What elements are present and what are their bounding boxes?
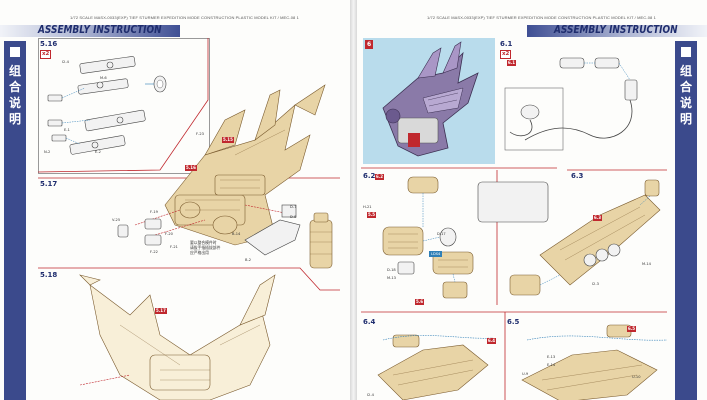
part-tag: F-20	[165, 232, 173, 236]
side-tab-label: 组合说明	[679, 64, 692, 126]
part-tag: I2-4	[367, 393, 374, 397]
part-tag: B-2	[245, 258, 252, 262]
step-label: 6.4	[363, 318, 376, 326]
header-bar-right	[527, 25, 707, 37]
socket-part	[145, 75, 167, 93]
series-caption-right: 1/72 SCALE MASX-0033(EXP) TIEF STURMER E…	[427, 15, 656, 20]
part-tag: U-9	[522, 372, 529, 376]
part-tag: B-14	[232, 232, 241, 236]
cable-parts-diagram	[504, 57, 638, 151]
part-tag: M-6	[100, 76, 107, 80]
part-tag: D-18	[387, 268, 396, 272]
ref-tag: 5.17	[155, 308, 167, 314]
step-divider-lines	[361, 167, 667, 400]
part-tag: D-8	[290, 215, 297, 219]
part-tag: M-14	[642, 262, 651, 266]
step-frame	[38, 38, 210, 174]
tab-square-icon	[10, 47, 20, 57]
part-tag: F-22	[150, 250, 158, 254]
reference-photo	[363, 38, 495, 164]
side-tab-right: 组合说明	[675, 41, 697, 400]
part-tag: V-25	[112, 218, 121, 222]
step-label: 6.3	[571, 172, 584, 180]
photo-step-label: 6	[365, 40, 374, 49]
part-tag: U-10	[632, 375, 641, 379]
part-tag: E-14	[547, 363, 556, 367]
part-tag: I2-4	[62, 60, 69, 64]
series-caption-left: 1/72 SCALE MASX-0033(EXP) TIEF STURMER E…	[70, 15, 299, 20]
quantity-badge: x2	[500, 50, 512, 59]
left-page: 1/72 SCALE MASX-0033(EXP) TIEF STURMER E…	[0, 0, 350, 400]
ref-tag: 5.6	[415, 299, 425, 305]
step-6-4-diagram	[377, 334, 494, 400]
quantity-badge: x2	[40, 50, 52, 59]
mecha-photo-render	[382, 41, 479, 157]
part-tag: F-23	[196, 132, 204, 136]
part-tag: E-2	[95, 150, 101, 154]
ref-tag: 6.4	[487, 338, 497, 344]
page-title-left: ASSEMBLY INSTRUCTION	[38, 24, 162, 36]
ref-tag: 6.5	[627, 326, 637, 332]
part-tag: I2-3	[592, 282, 599, 286]
step-label: 5.18	[40, 271, 58, 279]
mecha-body-diagram	[134, 84, 326, 246]
loose-parts	[117, 218, 162, 246]
mecha-assembly-diagram	[79, 274, 276, 400]
turret-part	[309, 212, 333, 269]
part-tag: F-21	[170, 245, 178, 249]
step-label: 5.17	[40, 180, 58, 188]
page-title-right: ASSEMBLY INSTRUCTION	[554, 24, 678, 36]
frame-bracket	[244, 204, 301, 256]
step-label: 6.1	[500, 40, 513, 48]
side-tab-left: 组合说明	[4, 41, 26, 400]
tab-square-icon	[681, 47, 691, 57]
frame-parts-diagram	[47, 56, 146, 155]
side-tab-label: 组合说明	[8, 64, 21, 126]
header-bar-left	[0, 25, 180, 37]
step-label: 6.2	[363, 172, 376, 180]
ref-tag: 5.16	[185, 165, 197, 171]
part-tag: D-17	[437, 232, 446, 236]
step-6-3-diagram	[509, 179, 661, 296]
part-tag: M-13	[387, 276, 396, 280]
ref-tag: 5.15	[222, 137, 234, 143]
ref-tag-blue: LDS4	[429, 251, 443, 257]
step-label: 6.5	[507, 318, 520, 326]
right-page: 1/72 SCALE MASX-0033(EXP) TIEF STURMER E…	[357, 0, 707, 400]
step-6-5-diagram	[521, 324, 668, 400]
part-tag: D-7	[290, 205, 297, 209]
part-tag: N-2	[44, 150, 51, 154]
instruction-note: 要以整合模件时 请拔手指插拔部件 应严格出用	[190, 240, 221, 255]
ref-tag: 6.3	[593, 215, 603, 221]
ref-tag: 5.5	[367, 212, 377, 218]
page-gutter	[350, 0, 357, 400]
part-tag: E-1	[64, 128, 70, 132]
step-6-2-diagram	[382, 176, 549, 299]
ref-tag: 6.1	[507, 60, 517, 66]
ref-tag: 6.2	[375, 174, 385, 180]
part-tag: E-13	[547, 355, 556, 359]
part-tag: F-19	[150, 210, 158, 214]
part-tag: H-21	[363, 205, 372, 209]
step-label: 5.16	[40, 40, 58, 48]
